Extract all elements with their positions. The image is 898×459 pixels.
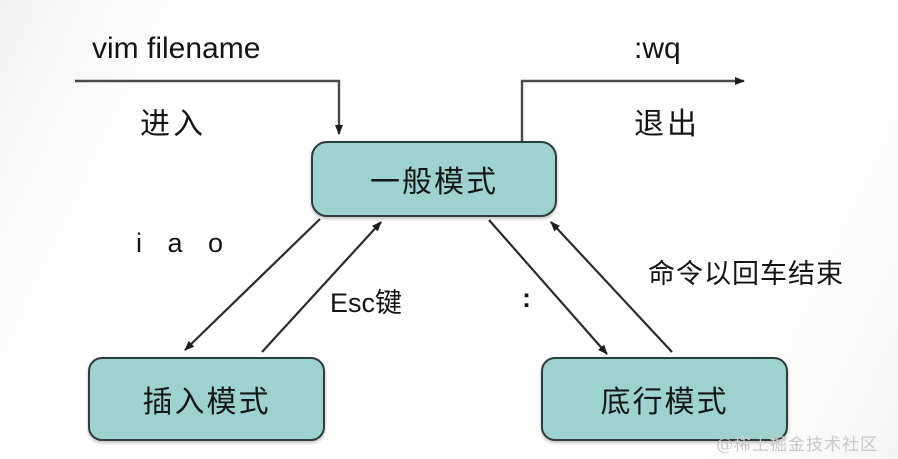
edge-lastline-to-normal	[550, 221, 673, 353]
edge-normal-to-exit	[520, 77, 745, 150]
edge-label-enter-key-note: 命令以回车结束	[648, 259, 844, 290]
node-insert-mode-label: 插入模式	[142, 385, 271, 420]
edge-label-vim-command: vim filename	[92, 32, 261, 65]
edge-label-exit: 退出	[634, 107, 700, 142]
edge-normal-to-insert	[184, 218, 321, 351]
edge-normal-to-lastline	[488, 219, 608, 355]
edge-label-enter: 进入	[140, 107, 206, 142]
node-lastline-mode[interactable]: 底行模式	[541, 357, 788, 441]
edge-insert-to-normal	[261, 221, 382, 353]
edge-label-iao: i a o	[136, 228, 233, 258]
edge-start-to-normal	[75, 79, 343, 135]
node-normal-mode-label: 一般模式	[370, 165, 498, 200]
edge-label-esc-key: Esc键	[330, 288, 403, 318]
node-insert-mode[interactable]: 插入模式	[88, 357, 325, 441]
watermark: @稀土掘金技术社区	[716, 435, 878, 455]
node-normal-mode[interactable]: 一般模式	[311, 141, 557, 217]
edge-label-wq-command: :wq	[634, 32, 681, 65]
edge-label-colon: :	[522, 283, 531, 313]
node-lastline-mode-label: 底行模式	[600, 385, 729, 420]
